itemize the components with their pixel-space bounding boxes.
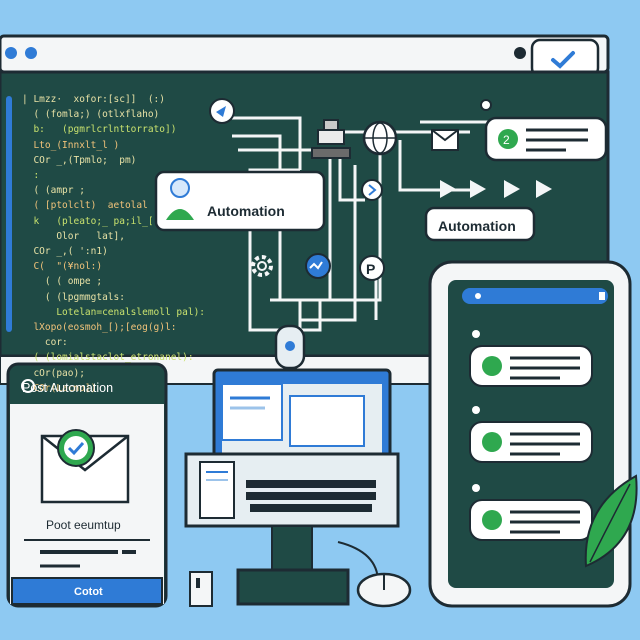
share-node-icon: [209, 98, 235, 124]
svg-text:2: 2: [503, 133, 510, 147]
code-line: Olor lat],: [22, 230, 125, 242]
mouse-icon[interactable]: [356, 572, 412, 608]
code-line: k (pleato;_ pa;il_[: [22, 215, 154, 227]
mail-check-icon: [40, 429, 130, 504]
code-line: COr _,(Tpmlo; pm): [22, 154, 137, 166]
phone-message-3[interactable]: [469, 484, 593, 541]
keyboard-keys[interactable]: [246, 480, 376, 512]
usb-drive-icon: [189, 571, 213, 607]
flow-connectors: [232, 116, 490, 332]
code-line: | Lmzz· xofor:[sc]] (:): [22, 94, 165, 105]
window-dot-icon: [25, 47, 37, 59]
code-line: cor:: [22, 337, 68, 349]
window-dot-icon: [5, 47, 17, 59]
printer-icon: [311, 119, 351, 159]
automation-card-2-label: Automation: [438, 218, 516, 234]
code-line: lXopo(eosmoh_[);[eog(g)l:: [22, 322, 177, 334]
phone-message-1[interactable]: [469, 330, 593, 387]
code-line: Lotelan=cenalslemoll pal):: [22, 306, 206, 318]
post-action-button[interactable]: [11, 577, 163, 605]
automation-card-1[interactable]: [154, 170, 326, 232]
automation-card-2[interactable]: [424, 206, 536, 242]
code-line: Lto_(Innxlt_l ): [22, 139, 120, 151]
code-line: COr(Lacno]): [22, 382, 97, 394]
post-automation-card: [6, 362, 168, 608]
code-line: :: [22, 170, 40, 182]
gear-icon: [251, 255, 273, 277]
desktop-computer: [184, 368, 400, 606]
webcam-icon: [274, 324, 306, 370]
p-icon: P: [359, 255, 385, 281]
post-card-title: Post Automation: [22, 381, 114, 395]
code-editor-text: | Lmzz· xofor:[sc]] (:) ( (fomla;) (otlx…: [22, 92, 232, 396]
code-line: ( (fomla;) (otlxflaho): [22, 109, 160, 121]
post-button-label[interactable]: Cotot: [74, 586, 103, 598]
window-dot-icon: [514, 47, 526, 59]
code-line: ( (ampr ;: [22, 185, 85, 197]
play-node-icon: [361, 179, 383, 201]
code-line: ( (lomialstaclot_etronanel):: [22, 352, 194, 364]
message-card-top[interactable]: 2: [484, 116, 608, 162]
activity-icon: [305, 253, 331, 279]
code-line: ( ( ompe ;: [22, 276, 103, 288]
phone-message-2[interactable]: [469, 406, 593, 463]
flow-arrows: [440, 180, 552, 198]
code-line: COr _,( ':n1): [22, 246, 108, 258]
svg-text:P: P: [366, 261, 375, 277]
code-line: ( (lpgmmgtals:: [22, 291, 125, 303]
code-line: cOr(pao);: [22, 367, 85, 379]
location-pin-icon: [480, 99, 492, 111]
code-line: b: (pgmrlcrlnttorrato]): [22, 124, 177, 136]
code-line: ( [ptolclt) aetolal: [22, 200, 148, 212]
leaf-icon: [584, 474, 638, 568]
post-card-subtitle: Poot eeumtup: [46, 518, 121, 532]
globe-icon: [362, 120, 398, 156]
code-line: C( "(¥nol:): [22, 261, 103, 273]
envelope-icon: [431, 129, 459, 151]
editor-scrollbar[interactable]: [6, 96, 12, 332]
automation-card-1-label: Automation: [207, 203, 285, 219]
